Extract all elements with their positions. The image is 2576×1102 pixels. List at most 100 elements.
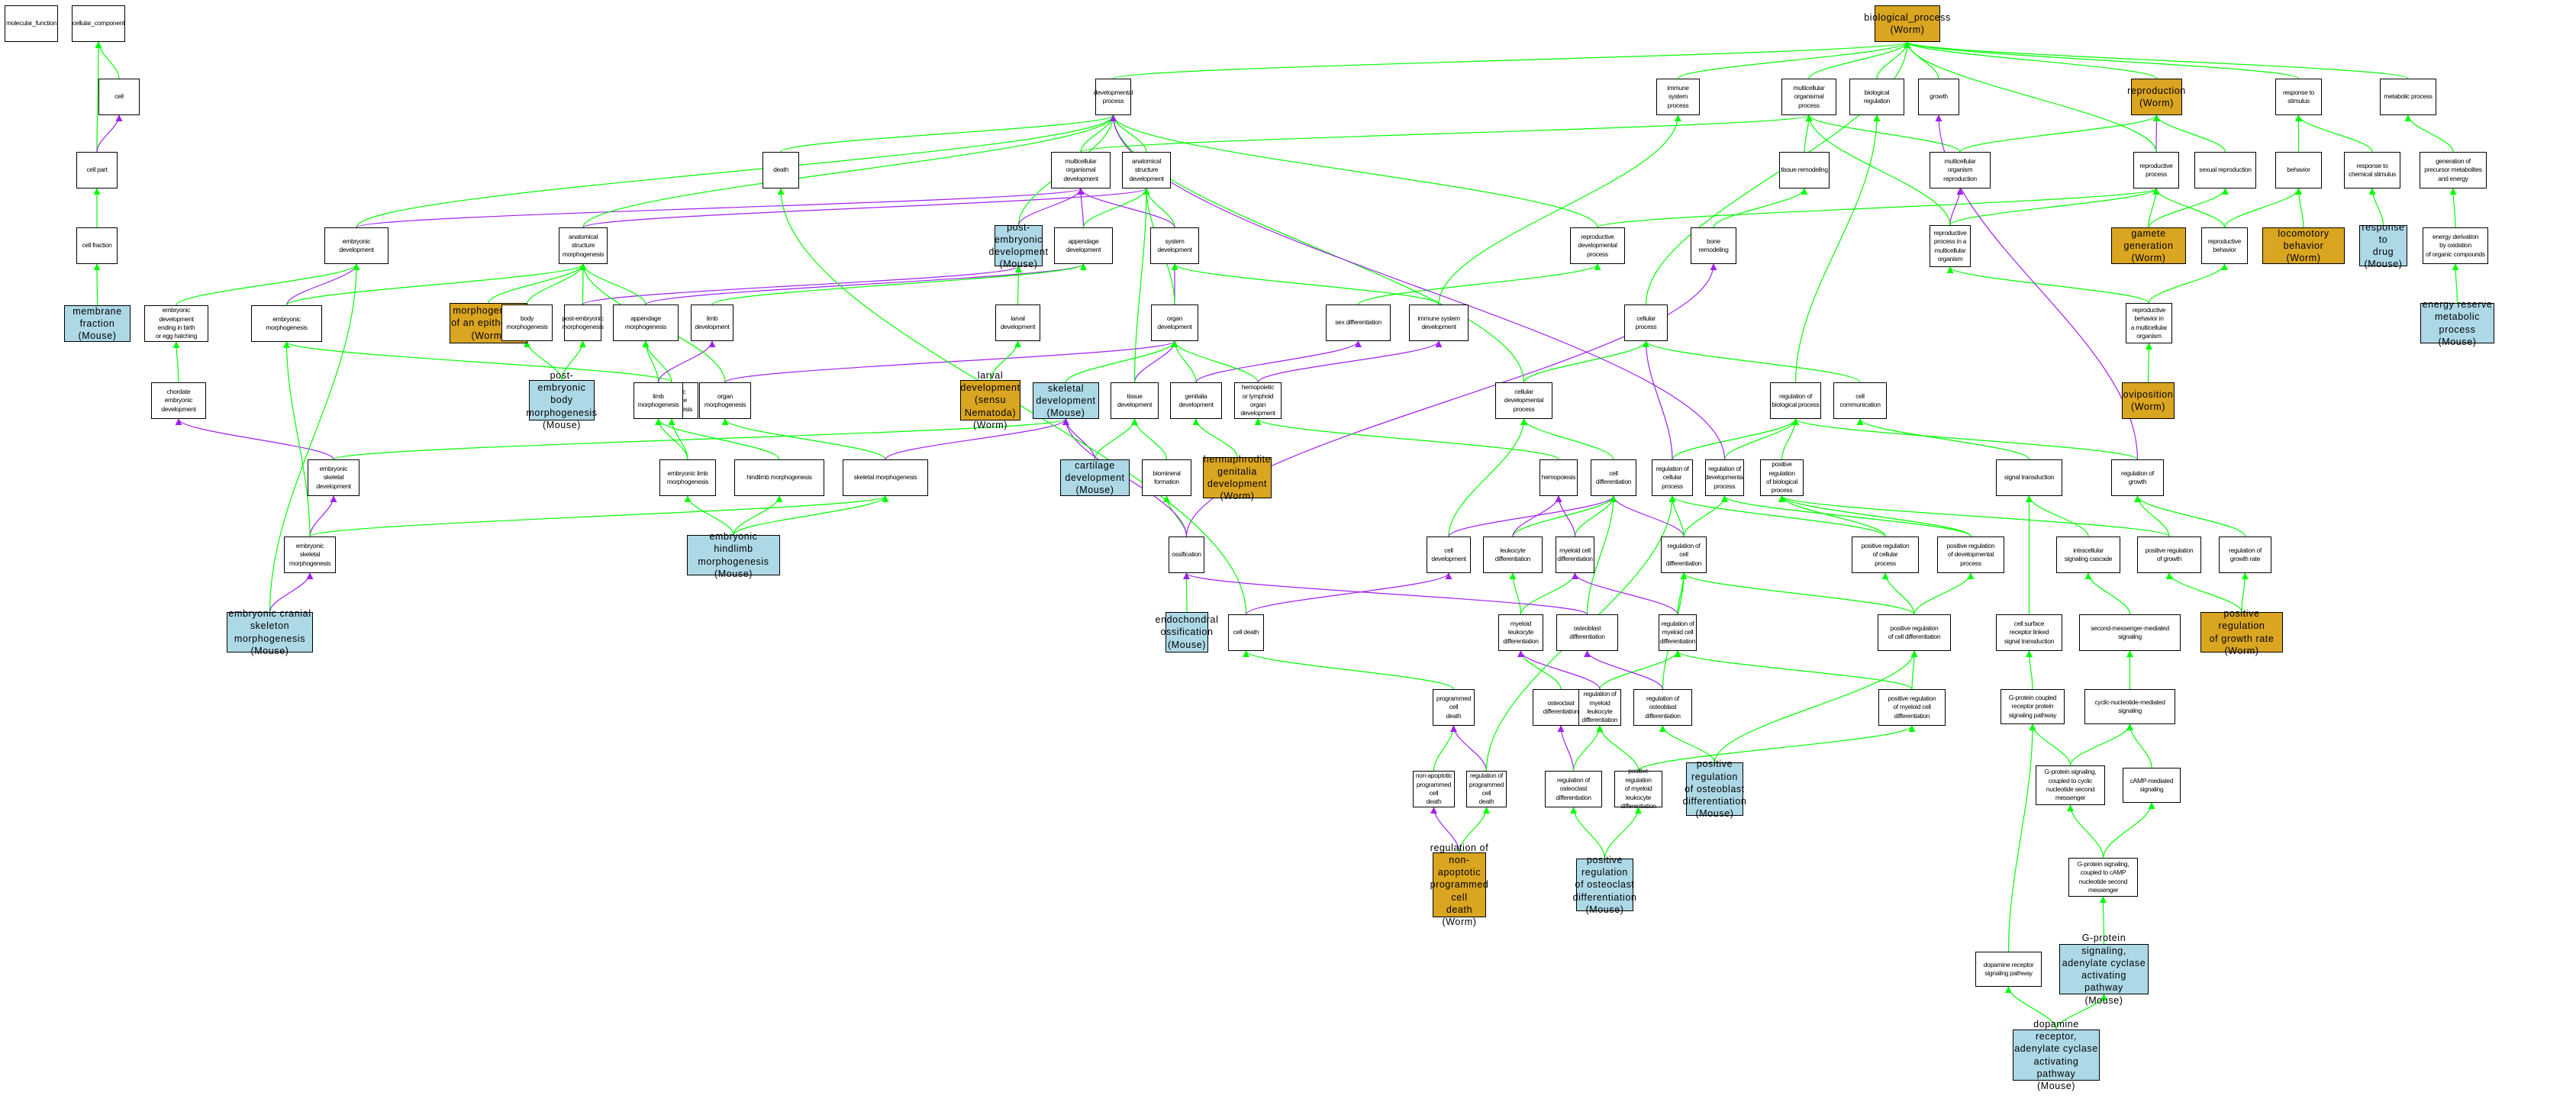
go-term-appendage-dev[interactable]: appendage development xyxy=(1054,227,1113,264)
go-term-intracellular-cascade[interactable]: intracellular signaling cascade xyxy=(2056,536,2120,573)
go-term-emb-dev-birth[interactable]: embryonic development ending in birth or… xyxy=(144,305,208,342)
go-term-repro-proc-multicell[interactable]: reproductive process in a multicellular … xyxy=(1930,225,1971,267)
go-term-death[interactable]: death xyxy=(762,152,799,188)
go-term-locomotory-behavior[interactable]: locomotory behavior (Worm) xyxy=(2262,227,2345,264)
go-term-pos-reg-myeloid-cell-diff[interactable]: positive regulation of myeloid cell diff… xyxy=(1878,689,1946,726)
go-term-reg-osteoblast-diff[interactable]: regulation of osteoblast differentiation xyxy=(1633,689,1692,726)
go-term-post-emb-morph[interactable]: post-embryonic morphogenesis xyxy=(562,304,604,341)
go-term-pos-reg-bio-process[interactable]: positive regulation of biological proces… xyxy=(1760,459,1804,496)
go-term-emb-skeletal-morph[interactable]: embryonic skeletal morphogenesis xyxy=(284,536,336,573)
go-term-non-apoptotic-pcd[interactable]: non-apoptotic programmed cell death xyxy=(1413,771,1455,807)
go-term-pos-reg-growth[interactable]: positive regulation of growth xyxy=(2137,536,2201,573)
go-term-repro-dev-process[interactable]: reproductive developmental process xyxy=(1570,227,1625,264)
go-term-pos-reg-cell-diff[interactable]: positive regulation of cell differentiat… xyxy=(1878,614,1951,651)
go-term-gprot-camp[interactable]: G-protein signaling, coupled to cAMP nuc… xyxy=(2068,858,2138,897)
go-term-cell-surface-receptor[interactable]: cell surface receptor linked signal tran… xyxy=(1996,614,2062,651)
go-term-cell-death[interactable]: cell death xyxy=(1228,614,1264,651)
go-term-cell-fraction[interactable]: cell fraction xyxy=(76,227,118,264)
go-term-cellular-process[interactable]: cellular process xyxy=(1624,304,1668,341)
go-term-organ-morph[interactable]: organ morphogenesis xyxy=(699,382,751,419)
go-term-metabolic-process[interactable]: metabolic process xyxy=(2380,79,2436,115)
go-term-energy-derivation[interactable]: energy derivation by oxidation of organi… xyxy=(2423,227,2488,264)
go-term-embryonic-morphogenesis[interactable]: embryonic morphogenesis xyxy=(251,305,322,342)
go-term-embryonic-development[interactable]: embryonic development xyxy=(324,227,388,264)
go-term-system-dev[interactable]: system development xyxy=(1150,227,1199,264)
go-term-limb-development[interactable]: limb development xyxy=(691,304,733,341)
go-term-dopamine-pathway[interactable]: dopamine receptor signaling pathway xyxy=(1975,952,2042,987)
go-term-biological-regulation[interactable]: biological regulation xyxy=(1849,79,1904,115)
go-term-pos-reg-dev[interactable]: positive regulation of developmental pro… xyxy=(1937,536,2004,573)
go-term-signal-transduction[interactable]: signal transduction xyxy=(1996,459,2062,496)
go-term-limb-morph[interactable]: limb morphogenesis xyxy=(634,382,683,419)
go-term-biological-process[interactable]: biological_process (Worm) xyxy=(1864,5,1950,42)
go-term-cellular-dev-process[interactable]: cellular developmental process xyxy=(1495,382,1552,419)
go-term-developmental-process[interactable]: developmental process xyxy=(1094,79,1133,115)
go-term-pos-reg-cellular[interactable]: positive regulation of cellular process xyxy=(1852,536,1919,573)
go-term-energy-reserve[interactable]: energy reserve metabolic process (Mouse) xyxy=(2420,299,2494,347)
go-term-emb-limb-morph[interactable]: embryonic limb morphogenesis xyxy=(659,459,716,496)
go-term-chordate-emb-dev[interactable]: chordate embryonic development xyxy=(151,382,206,419)
go-term-pos-reg-myeloid-leuk-diff[interactable]: positive regulation of myeloid leukocyte… xyxy=(1614,767,1662,810)
go-term-reproductive-behavior[interactable]: reproductive behavior xyxy=(2201,227,2248,264)
go-term-cell-development[interactable]: cell development xyxy=(1427,536,1471,573)
go-term-genitalia-dev[interactable]: genitalia development xyxy=(1170,382,1222,419)
go-term-cell-differentiation[interactable]: cell differentiation xyxy=(1591,459,1636,496)
go-term-tissue-remodeling[interactable]: tissue remodeling xyxy=(1779,152,1830,188)
go-term-second-messenger[interactable]: second-messenger-mediated signaling xyxy=(2079,614,2181,651)
go-term-programmed-cell-death[interactable]: programmed cell death xyxy=(1433,689,1475,726)
go-term-osteoblast-diff[interactable]: osteoblast differentiation xyxy=(1556,614,1618,651)
go-term-reproductive-process[interactable]: reproductive process xyxy=(2133,152,2179,188)
go-term-reg-growth[interactable]: regulation of growth xyxy=(2111,459,2164,496)
go-term-gamete-generation[interactable]: gamete generation (Worm) xyxy=(2111,227,2186,264)
go-term-camp-signaling[interactable]: cAMP-mediated signaling xyxy=(2123,768,2181,803)
go-term-anat-struct-morph[interactable]: anatomical structure morphogenesis xyxy=(559,227,608,264)
go-term-gpcr-pathway[interactable]: G-protein coupled receptor protein signa… xyxy=(2001,689,2065,724)
go-term-pos-reg-osteoblast-diff[interactable]: positive regulation of osteoblast differ… xyxy=(1683,759,1746,819)
go-term-sex-diff[interactable]: sex differentiation xyxy=(1326,304,1391,341)
go-term-myeloid-cell-diff[interactable]: myeloid cell differentiation xyxy=(1556,536,1594,573)
go-term-repro-behav-multicell[interactable]: reproductive behavior in a multicellular… xyxy=(2126,303,2172,343)
go-term-emb-skeletal-dev[interactable]: embryonic skeletal development xyxy=(308,459,359,496)
go-term-organ-dev[interactable]: organ development xyxy=(1151,304,1198,341)
go-term-dopamine-adenylate[interactable]: dopamine receptor, adenylate cyclase act… xyxy=(2013,1019,2100,1091)
go-term-biomineral[interactable]: biomineral formation xyxy=(1142,459,1191,496)
go-term-response-drug[interactable]: response to drug (Mouse) xyxy=(2359,222,2407,269)
go-term-hemopoietic-organ-dev[interactable]: hemopoietic or lymphoid organ developmen… xyxy=(1234,382,1282,419)
go-term-reproduction[interactable]: reproduction (Worm) xyxy=(2127,79,2185,115)
go-term-post-emb-dev[interactable]: post-embryonic development (Mouse) xyxy=(988,222,1048,270)
go-term-cellular-component[interactable]: cellular_component xyxy=(72,5,125,42)
go-term-pos-reg-osteoclast-diff[interactable]: positive regulation of osteoclast differ… xyxy=(1573,855,1636,915)
go-term-reg-osteoclast-diff[interactable]: regulation of osteoclast differentiation xyxy=(1545,771,1602,807)
go-term-oviposition[interactable]: oviposition (Worm) xyxy=(2122,382,2175,419)
go-term-larval-dev[interactable]: larval development xyxy=(995,304,1040,341)
go-term-reg-growth-rate[interactable]: regulation of growth rate xyxy=(2219,536,2271,573)
go-term-myeloid-leuk-diff[interactable]: myeloid leukocyte differentiation xyxy=(1498,614,1543,651)
go-term-bone-remodeling[interactable]: bone remodeling xyxy=(1691,227,1736,264)
go-term-reg-cell-diff[interactable]: regulation of cell differentiation xyxy=(1661,536,1707,573)
go-term-immune-system-process[interactable]: immune system process xyxy=(1656,79,1700,115)
go-term-body-morph[interactable]: body morphogenesis xyxy=(501,304,553,341)
go-term-reg-dev-process[interactable]: regulation of developmental process xyxy=(1705,459,1745,496)
go-term-emb-cranial[interactable]: embryonic cranial skeleton morphogenesis… xyxy=(227,608,313,656)
go-term-leukocyte-diff[interactable]: leukocyte differentiation xyxy=(1483,536,1543,573)
go-term-multicell-org-dev[interactable]: multicellular organismal development xyxy=(1051,152,1111,188)
go-term-behavior[interactable]: behavior xyxy=(2275,152,2322,188)
go-term-hindlimb-morph[interactable]: hindlimb morphogenesis xyxy=(734,459,824,496)
go-term-endochondral[interactable]: endochondral ossification (Mouse) xyxy=(1156,612,1218,652)
go-term-multicell-org-process[interactable]: multicellular organismal process xyxy=(1781,79,1836,115)
go-term-gprot-adenylate[interactable]: G-protein signaling, adenylate cyclase a… xyxy=(2059,933,2149,1006)
go-term-response-to-stimulus[interactable]: response to stimulus xyxy=(2275,79,2322,115)
go-term-gprot-cyclic[interactable]: G-protein signaling, coupled to cyclic n… xyxy=(2036,765,2105,805)
go-term-reg-myeloid-cell-diff[interactable]: regulation of myeloid cell differentiati… xyxy=(1659,614,1697,651)
go-term-sexual-reproduction[interactable]: sexual reproduction xyxy=(2194,152,2256,188)
go-term-immune-sys-dev[interactable]: immune system development xyxy=(1409,304,1469,341)
go-term-cartilage-dev[interactable]: cartilage development (Mouse) xyxy=(1060,459,1130,496)
go-term-gen-precursor[interactable]: generation of precursor metabolites and … xyxy=(2420,152,2487,188)
go-term-reg-cellular-process[interactable]: regulation of cellular process xyxy=(1652,459,1693,496)
go-term-skeletal-morph[interactable]: skeletal morphogenesis xyxy=(843,459,928,496)
go-term-hemopoiesis[interactable]: hemopoiesis xyxy=(1539,459,1578,496)
go-term-growth[interactable]: growth xyxy=(1918,79,1959,115)
go-term-reg-non-apoptotic-pcd[interactable]: regulation of non-apoptotic programmed c… xyxy=(1430,843,1488,928)
go-term-reg-pcd[interactable]: regulation of programmed cell death xyxy=(1466,771,1507,807)
go-term-skeletal-dev[interactable]: skeletal development (Mouse) xyxy=(1033,382,1099,419)
